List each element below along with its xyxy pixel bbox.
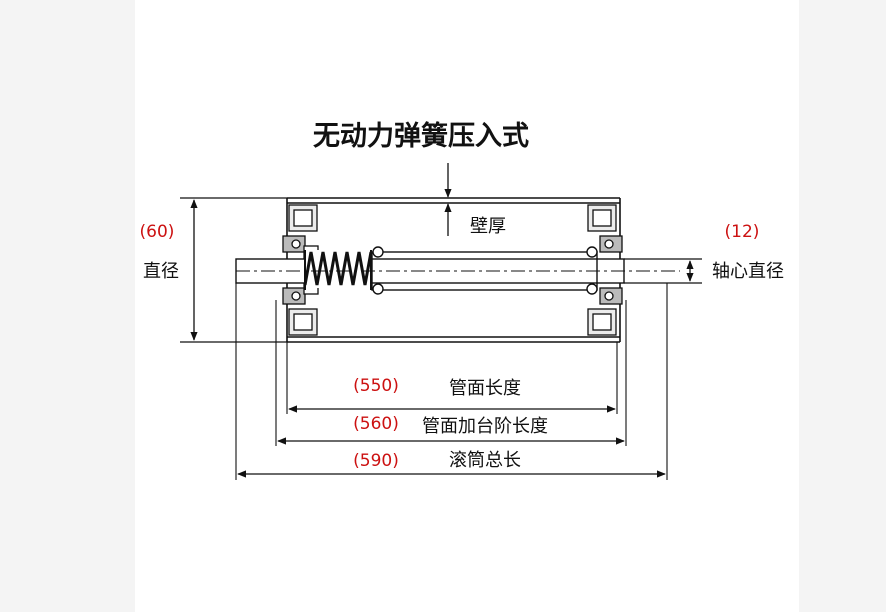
total-length-value: (590) [353,451,399,471]
diameter-label: 直径 [143,261,179,282]
wall-thickness-label: 壁厚 [470,216,506,237]
shaft-diameter-dimension [624,258,702,284]
drawing-panel [135,0,799,612]
diameter-dimension [180,197,287,343]
length-extension-lines [235,283,668,480]
diameter-value: (60) [140,222,175,242]
tube-length-value: (550) [353,376,399,396]
shaft-diameter-value: (12) [725,222,760,242]
shaft-diameter-label: 轴心直径 [712,261,784,282]
tube-length-label: 管面长度 [449,378,521,399]
tube-step-length-label: 管面加台阶长度 [422,416,548,437]
right-bearing-housing [587,204,623,336]
tube-step-length-value: (560) [353,414,399,434]
spring [303,250,373,290]
diagram-title: 无动力弹簧压入式 [313,120,529,152]
total-length-label: 滚筒总长 [449,450,521,471]
